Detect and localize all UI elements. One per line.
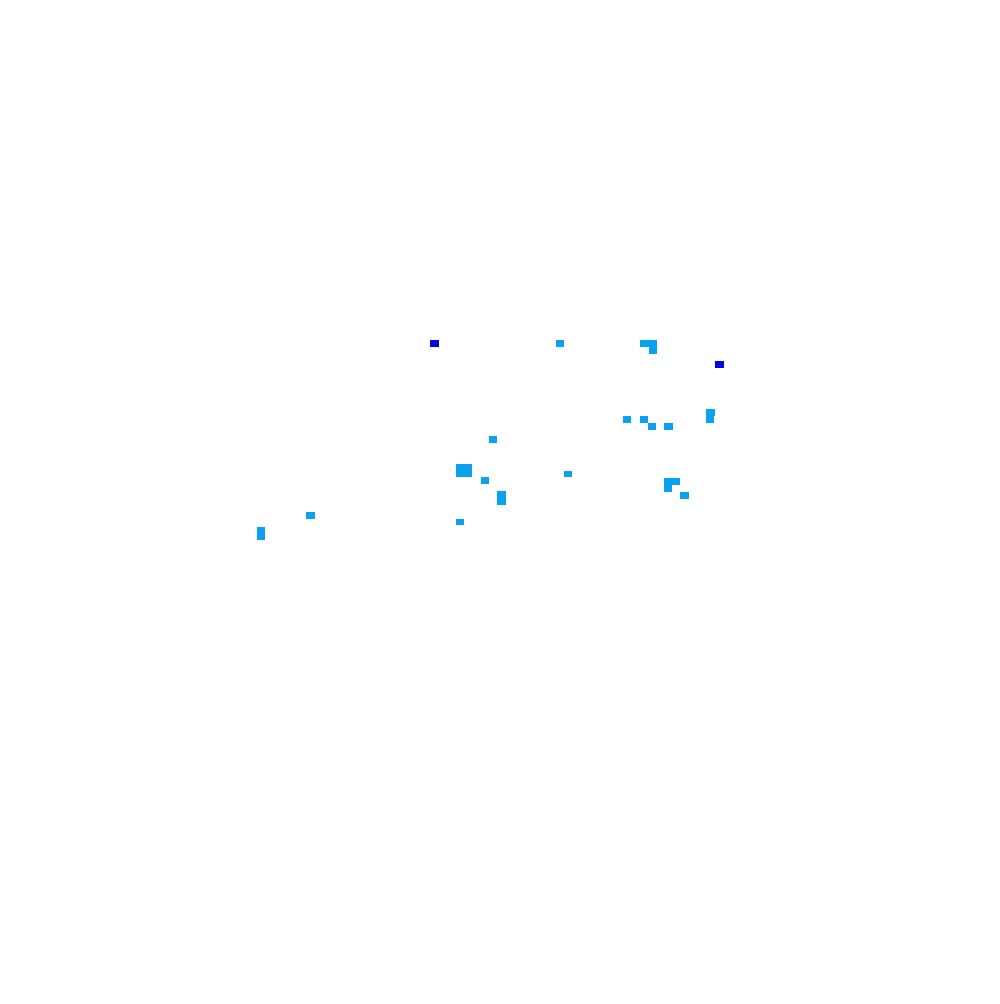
light-blip xyxy=(649,347,657,354)
light-blip xyxy=(706,409,715,416)
light-blip xyxy=(664,485,672,492)
light-blip xyxy=(640,340,657,347)
light-blip xyxy=(564,471,572,477)
light-blip xyxy=(706,416,714,423)
light-blip xyxy=(456,519,464,525)
light-blip xyxy=(640,416,648,423)
light-blip xyxy=(306,512,315,519)
light-blip xyxy=(664,423,673,430)
light-blip xyxy=(481,477,489,484)
light-blip xyxy=(623,416,631,423)
light-blip xyxy=(664,478,680,485)
light-blip xyxy=(680,492,689,499)
light-blip xyxy=(648,423,656,430)
light-blip xyxy=(556,340,564,347)
dark-blip xyxy=(430,340,439,347)
light-blip xyxy=(489,436,497,443)
light-blip xyxy=(456,464,472,477)
dark-blip xyxy=(715,361,724,368)
light-blip xyxy=(257,534,265,540)
light-blip xyxy=(257,527,265,534)
light-blip xyxy=(497,491,506,505)
